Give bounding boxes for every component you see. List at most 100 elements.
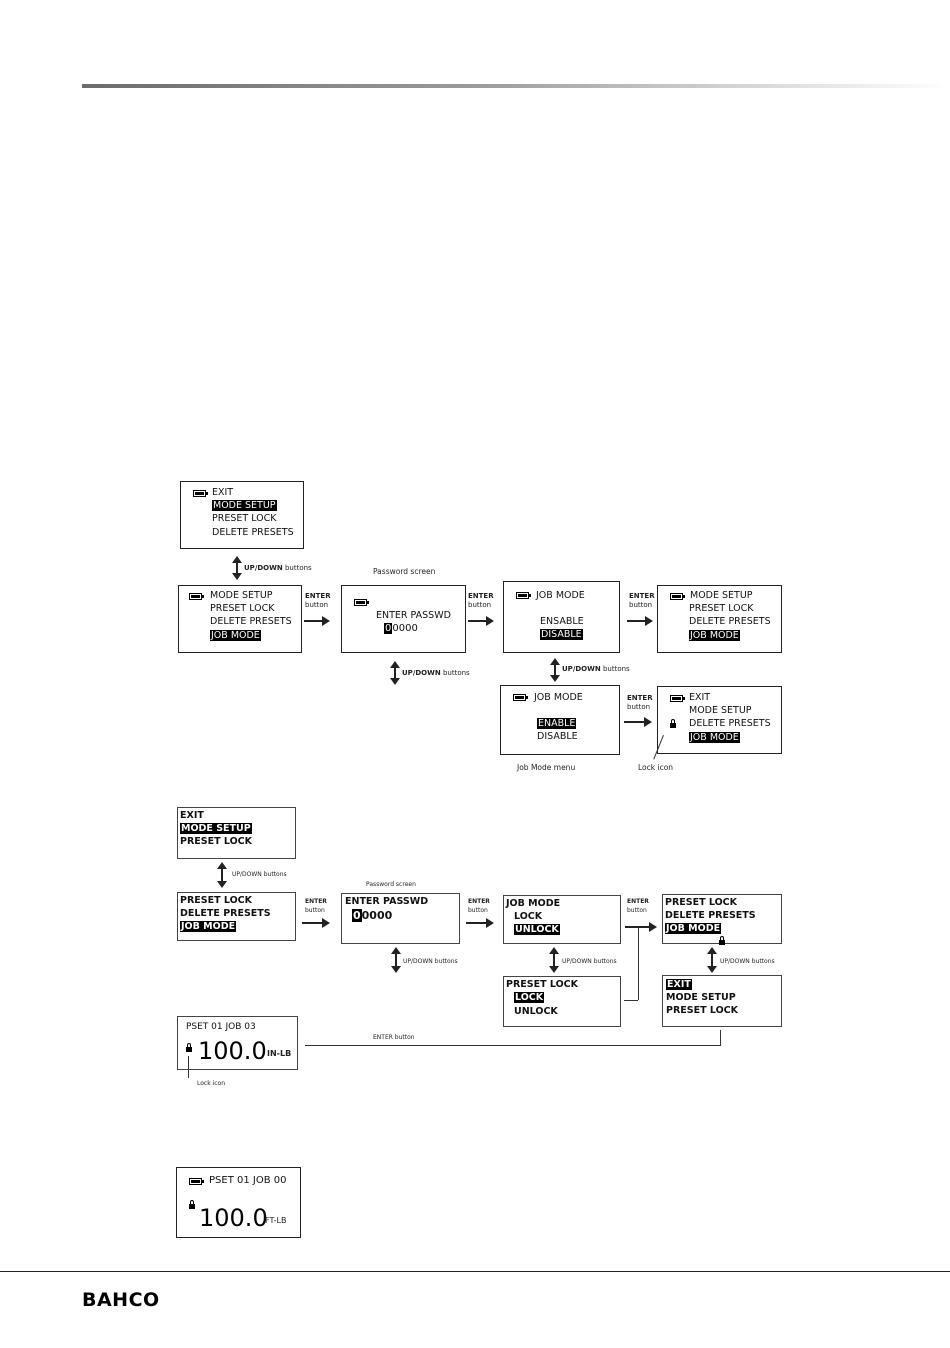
- arrow-right: [466, 918, 494, 928]
- connector: [720, 1030, 721, 1046]
- screen-title: JOB MODE: [506, 898, 561, 909]
- footer-rule: [0, 1271, 950, 1272]
- screen-run-display: PSET 01 JOB 03 100.0 IN-LB: [177, 1016, 298, 1070]
- job-mode-menu-caption: Job Mode menu: [517, 763, 576, 772]
- connector: [624, 1000, 638, 1001]
- menu-item-selected: JOB MODE: [210, 630, 261, 641]
- password-screen-caption: Password screen: [373, 567, 436, 576]
- lock-icon: [719, 936, 725, 945]
- screen-preset-lock: PRESET LOCK LOCK UNLOCK: [503, 976, 621, 1027]
- up-down-buttons-label: UP/DOWN buttons: [562, 958, 617, 965]
- up-down-arrow: [707, 947, 717, 973]
- password-digits: 0000: [361, 909, 393, 922]
- battery-icon: [516, 592, 531, 599]
- screen-title: JOB MODE: [534, 692, 583, 703]
- menu-item-selected: JOB MODE: [689, 732, 740, 743]
- menu-item-selected: MODE SETUP: [212, 500, 277, 511]
- enter-button-label: ENTER button: [373, 1034, 415, 1041]
- torque-unit: IN-LB: [267, 1049, 292, 1058]
- arrow-right: [624, 717, 652, 727]
- torque-value: 100.0: [198, 1037, 267, 1065]
- screen-password: ENTER PASSWD 00000: [341, 585, 466, 653]
- menu-item: PRESET LOCK: [210, 603, 275, 614]
- password-title: ENTER PASSWD: [376, 610, 451, 621]
- menu-item: DELETE PRESETS: [212, 527, 294, 538]
- menu-item: EXIT: [689, 692, 711, 703]
- menu-item: MODE SETUP: [690, 590, 753, 601]
- menu-item: PRESET LOCK: [666, 1005, 739, 1016]
- option: DISABLE: [537, 731, 578, 742]
- password-digit-active: 0: [352, 909, 362, 922]
- screen-password: ENTER PASSWD 00000: [341, 893, 460, 944]
- password-screen-caption: Password screen: [366, 881, 416, 888]
- connector: [638, 928, 639, 1000]
- password-digit-active: 0: [384, 623, 393, 634]
- battery-icon: [193, 490, 208, 497]
- menu-item: DELETE PRESETS: [180, 908, 271, 919]
- display-header: PSET 01 JOB 03: [186, 1022, 256, 1032]
- battery-icon: [670, 695, 685, 702]
- menu-item: MODE SETUP: [666, 992, 736, 1003]
- option: LOCK: [514, 911, 543, 922]
- option-selected: LOCK: [514, 992, 545, 1003]
- torque-value: 100.0: [199, 1204, 268, 1232]
- arrow-right: [304, 616, 330, 626]
- screen-main-menu-result: EXIT MODE SETUP PRESET LOCK: [662, 975, 782, 1027]
- menu-item: DELETE PRESETS: [689, 616, 771, 627]
- menu-item-selected: MODE SETUP: [180, 823, 252, 834]
- screen-menu-job-mode-result: MODE SETUP PRESET LOCK DELETE PRESETS JO…: [657, 585, 782, 653]
- arrow-right: [625, 922, 657, 932]
- option-selected: DISABLE: [540, 629, 583, 640]
- menu-item: PRESET LOCK: [180, 836, 253, 847]
- torque-unit: FT-LB: [265, 1216, 287, 1225]
- lock-icon: [670, 719, 676, 728]
- screen-main-menu: EXIT MODE SETUP PRESET LOCK: [177, 807, 296, 859]
- option: ENSABLE: [540, 616, 584, 627]
- menu-item: MODE SETUP: [210, 590, 273, 601]
- menu-item: PRESET LOCK: [665, 897, 738, 908]
- lock-icon: [186, 1043, 192, 1052]
- up-down-buttons-label: UP/DOWN buttons: [402, 669, 470, 677]
- menu-item: DELETE PRESETS: [665, 910, 756, 921]
- screen-job-mode-enable: JOB MODE ENABLE DISABLE: [500, 685, 620, 755]
- up-down-buttons-label: UP/DOWN buttons: [232, 871, 287, 878]
- battery-icon: [670, 593, 685, 600]
- battery-icon: [354, 599, 369, 606]
- screen-title: JOB MODE: [536, 590, 585, 601]
- arrow-right: [302, 918, 330, 928]
- menu-item: DELETE PRESETS: [689, 718, 771, 729]
- menu-item-selected: JOB MODE: [665, 923, 722, 934]
- up-down-buttons-label: UP/DOWN buttons: [403, 958, 458, 965]
- battery-icon: [189, 593, 204, 600]
- screen-title: PRESET LOCK: [506, 979, 579, 990]
- screen-menu-locked: EXIT MODE SETUP DELETE PRESETS JOB MODE: [657, 686, 782, 754]
- option-selected: UNLOCK: [514, 924, 560, 935]
- menu-item: MODE SETUP: [689, 705, 752, 716]
- menu-item: EXIT: [212, 487, 234, 498]
- arrow-right: [468, 616, 494, 626]
- menu-item: PRESET LOCK: [689, 603, 754, 614]
- option-selected: ENABLE: [537, 718, 577, 729]
- connector: [305, 1045, 720, 1046]
- screen-menu-job-mode-result: PRESET LOCK DELETE PRESETS JOB MODE: [662, 894, 782, 944]
- lock-icon-pointer: [188, 1056, 189, 1078]
- screen-job-mode-disable: JOB MODE ENSABLE DISABLE: [503, 581, 620, 653]
- menu-item: PRESET LOCK: [212, 513, 277, 524]
- header-rule: [82, 84, 950, 88]
- lock-icon-caption: Lock icon: [638, 763, 674, 772]
- menu-item-selected: JOB MODE: [689, 630, 740, 641]
- up-down-buttons-label: UP/DOWN buttons: [244, 564, 312, 572]
- up-down-arrow: [390, 661, 400, 685]
- screen-main-menu: EXIT MODE SETUP PRESET LOCK DELETE PRESE…: [180, 481, 304, 549]
- menu-item-selected: EXIT: [666, 979, 692, 990]
- lock-icon-caption: Lock icon: [197, 1080, 226, 1087]
- menu-item: DELETE PRESETS: [210, 616, 292, 627]
- up-down-arrow: [391, 947, 401, 973]
- password-title: ENTER PASSWD: [345, 896, 429, 907]
- up-down-arrow: [549, 947, 559, 973]
